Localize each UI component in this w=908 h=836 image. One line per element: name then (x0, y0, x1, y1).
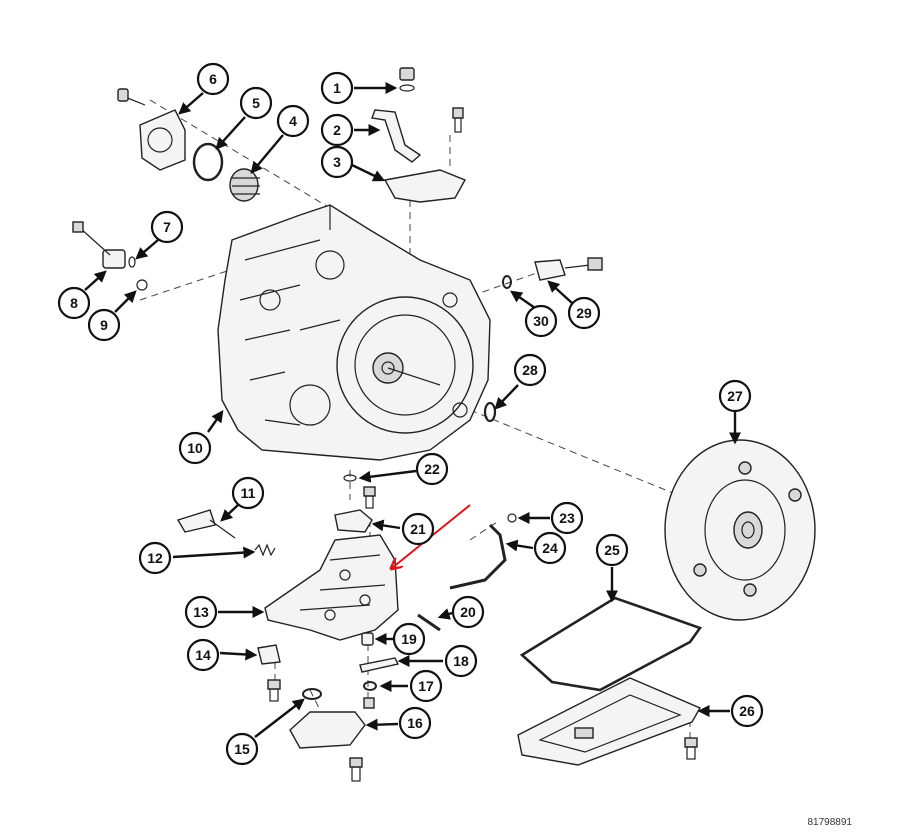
svg-text:4: 4 (289, 113, 297, 129)
svg-text:10: 10 (187, 440, 203, 456)
part-7-o-ring (128, 256, 136, 268)
callout-20: 20 (451, 595, 485, 629)
callout-5: 5 (239, 86, 273, 120)
callout-28: 28 (513, 353, 547, 387)
callout-17: 17 (409, 669, 443, 703)
callout-7: 7 (150, 210, 184, 244)
callout-8: 8 (57, 286, 91, 320)
callout-26: 26 (730, 694, 764, 728)
svg-text:2: 2 (333, 122, 341, 138)
svg-text:20: 20 (460, 604, 476, 620)
callout-14: 14 (186, 638, 220, 672)
callout-3: 3 (320, 145, 354, 179)
svg-text:30: 30 (533, 313, 549, 329)
callout-23: 23 (550, 501, 584, 535)
svg-text:15: 15 (234, 741, 250, 757)
part-3-plate (383, 169, 466, 203)
part-17-washer (363, 681, 377, 691)
svg-text:5: 5 (252, 95, 260, 111)
part-5-o-ring (192, 142, 224, 182)
callout-25: 25 (595, 533, 629, 567)
svg-text:25: 25 (604, 542, 620, 558)
svg-text:22: 22 (424, 461, 440, 477)
part-8-sensor (72, 221, 126, 269)
part-1-nut (399, 67, 415, 92)
part-25-gasket (519, 596, 703, 692)
svg-text:27: 27 (727, 388, 743, 404)
part-14-bolt (267, 679, 281, 702)
callout-10: 10 (178, 431, 212, 465)
svg-text:26: 26 (739, 703, 755, 719)
callout-18: 18 (444, 644, 478, 678)
callout-2: 2 (320, 113, 354, 147)
part-9-o-ring (136, 279, 148, 291)
pan-bolt (684, 737, 698, 760)
svg-text:12: 12 (147, 550, 163, 566)
part-2-bracket (371, 109, 422, 163)
callout-22: 22 (415, 452, 449, 486)
svg-text:13: 13 (193, 604, 209, 620)
part-24-tube (449, 523, 507, 590)
leader-arrows (84, 82, 741, 738)
callout-29: 29 (567, 296, 601, 330)
callout-13: 13 (184, 595, 218, 629)
svg-text:6: 6 (209, 71, 217, 87)
part-27-torque-converter (664, 439, 816, 621)
callout-30: 30 (524, 304, 558, 338)
callout-21: 21 (401, 512, 435, 546)
svg-text:29: 29 (576, 305, 592, 321)
part-23-o-ring (507, 513, 517, 523)
svg-text:21: 21 (410, 521, 426, 537)
lower-small-bolt (363, 697, 375, 709)
callout-4: 4 (276, 104, 310, 138)
part-12-spring (254, 543, 276, 557)
part-19-spacer (361, 632, 374, 646)
bracket-bolt (452, 107, 464, 133)
part-22-washer (343, 474, 357, 482)
svg-text:19: 19 (401, 631, 417, 647)
part-4-filter (229, 168, 260, 202)
part-16-oil-filter (289, 711, 366, 749)
callout-6: 6 (196, 62, 230, 96)
svg-text:16: 16 (407, 715, 423, 731)
svg-text:8: 8 (70, 295, 78, 311)
filter-bolt (349, 757, 363, 782)
callout-15: 15 (225, 732, 259, 766)
part-29-sensor (534, 257, 603, 281)
callout-27: 27 (718, 379, 752, 413)
svg-text:28: 28 (522, 362, 538, 378)
part-13-valve-body (264, 534, 399, 641)
svg-text:23: 23 (559, 510, 575, 526)
part-30-o-ring (502, 275, 512, 289)
callout-19: 19 (392, 622, 426, 656)
svg-text:18: 18 (453, 653, 469, 669)
svg-text:17: 17 (418, 678, 434, 694)
svg-text:11: 11 (241, 485, 256, 501)
svg-text:7: 7 (163, 219, 171, 235)
part-21-solenoid (334, 509, 373, 533)
valve-bolt (363, 486, 376, 509)
svg-text:24: 24 (542, 540, 558, 556)
part-14-bracket (257, 644, 281, 665)
callout-16: 16 (398, 706, 432, 740)
part-6-cover (117, 88, 186, 171)
transaxle-case (217, 204, 491, 461)
callout-24: 24 (533, 531, 567, 565)
svg-text:3: 3 (333, 154, 341, 170)
document-id: 81798891 (807, 817, 853, 828)
part-18-clip (359, 657, 400, 673)
part-15-o-ring (302, 688, 322, 700)
svg-text:9: 9 (100, 317, 108, 333)
part-28-seal (483, 401, 497, 423)
callout-9: 9 (87, 308, 121, 342)
svg-text:1: 1 (333, 80, 341, 96)
part-26-oil-pan (517, 677, 701, 766)
svg-text:14: 14 (195, 647, 211, 663)
callout-12: 12 (138, 541, 172, 575)
part-11-harness (176, 509, 236, 539)
callout-11: 11 (231, 476, 265, 510)
part-20-bolt (417, 613, 441, 632)
callout-1: 1 (320, 71, 354, 105)
